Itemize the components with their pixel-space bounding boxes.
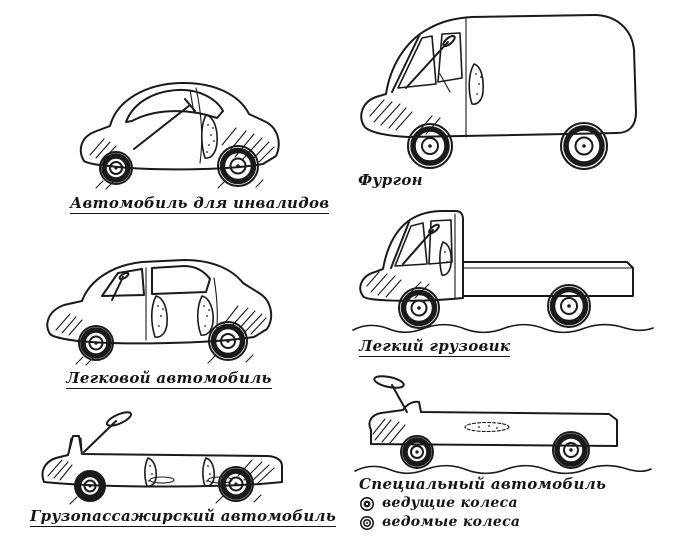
figure-van: Фургон bbox=[348, 4, 663, 189]
caption-special-car-text: Специальный автомобиль bbox=[359, 475, 607, 493]
van-drawing bbox=[360, 14, 637, 170]
front-wheel bbox=[74, 470, 106, 502]
legend-driven-label: ведомые колеса bbox=[382, 513, 521, 530]
truck-bed bbox=[462, 261, 634, 297]
rear-wheel bbox=[547, 284, 591, 328]
rear-wheel bbox=[208, 321, 248, 361]
ground-line bbox=[352, 323, 654, 334]
figure-passenger-car: Легковой автомобиль bbox=[38, 232, 300, 389]
caption-van-text: Фургон bbox=[358, 171, 423, 189]
caption-van: Фургон bbox=[358, 172, 663, 189]
car-body bbox=[46, 259, 273, 345]
caption-invalid-car: Автомобиль для инвалидов bbox=[70, 195, 330, 214]
caption-light-truck: Легкий грузовик bbox=[359, 338, 663, 357]
caption-cargo-passenger-car: Грузопассажирский автомобиль bbox=[30, 508, 337, 527]
caption-invalid-car-text: Автомобиль для инвалидов bbox=[70, 194, 330, 214]
cargo-passenger-car-drawing bbox=[41, 411, 283, 505]
steering-wheel bbox=[405, 34, 456, 93]
body-shading bbox=[372, 418, 406, 444]
rear-wheel bbox=[217, 145, 259, 187]
legend-driving-label: ведущие колеса bbox=[382, 494, 518, 511]
special-car-drawing bbox=[354, 375, 652, 475]
front-wheel bbox=[407, 123, 453, 169]
driving-wheel-icon bbox=[360, 496, 374, 511]
caption-special-car: Специальный автомобиль bbox=[359, 476, 665, 493]
front-wheel bbox=[398, 287, 440, 329]
front-seat bbox=[150, 295, 168, 338]
platform-body bbox=[368, 400, 618, 447]
front-wheel bbox=[400, 435, 434, 469]
front-wheel bbox=[99, 151, 133, 185]
caption-cargo-passenger-car-text: Грузопассажирский автомобиль bbox=[30, 507, 337, 527]
seat bbox=[468, 63, 484, 105]
truck-cab bbox=[359, 210, 464, 302]
body-shading bbox=[55, 305, 267, 336]
steering-wheel bbox=[402, 223, 440, 265]
front-seat bbox=[144, 457, 175, 487]
caption-passenger-car: Легковой автомобиль bbox=[38, 370, 300, 389]
figure-light-truck: Легкий грузовик bbox=[345, 190, 663, 357]
ground-line bbox=[354, 464, 652, 475]
steering-wheel bbox=[111, 271, 130, 301]
invalid-car-drawing bbox=[79, 81, 280, 190]
car-body bbox=[41, 435, 283, 488]
figure-special-car: Специальный автомобиль ведущие колеса ве… bbox=[345, 372, 665, 531]
steering-wheel bbox=[83, 411, 133, 453]
front-wheel bbox=[78, 325, 114, 361]
caption-light-truck-text: Легкий грузовик bbox=[359, 337, 511, 357]
ground-marks bbox=[69, 494, 262, 505]
ground-marks bbox=[75, 354, 254, 366]
van-body bbox=[360, 14, 637, 138]
light-truck-drawing bbox=[352, 210, 654, 334]
legend-driving-wheels: ведущие колеса bbox=[359, 494, 665, 512]
figure-cargo-passenger-car: Грузопассажирский автомобиль bbox=[30, 408, 337, 527]
rear-wheel bbox=[560, 122, 608, 170]
rear-seat bbox=[196, 295, 214, 336]
caption-passenger-car-text: Легковой автомобиль bbox=[66, 369, 272, 389]
steering-tiller bbox=[133, 98, 196, 150]
seat bbox=[439, 241, 452, 276]
rear-wheel bbox=[552, 431, 590, 469]
passenger-car-drawing bbox=[46, 259, 273, 366]
rear-wheel bbox=[218, 466, 254, 502]
ground-marks bbox=[95, 179, 264, 190]
steering-wheel bbox=[373, 375, 408, 413]
seat bbox=[200, 114, 218, 159]
legend-driven-wheels: ведомые колеса bbox=[359, 513, 665, 531]
figure-invalid-car: Автомобиль для инвалидов bbox=[70, 55, 330, 214]
driven-wheel-icon bbox=[360, 515, 374, 530]
